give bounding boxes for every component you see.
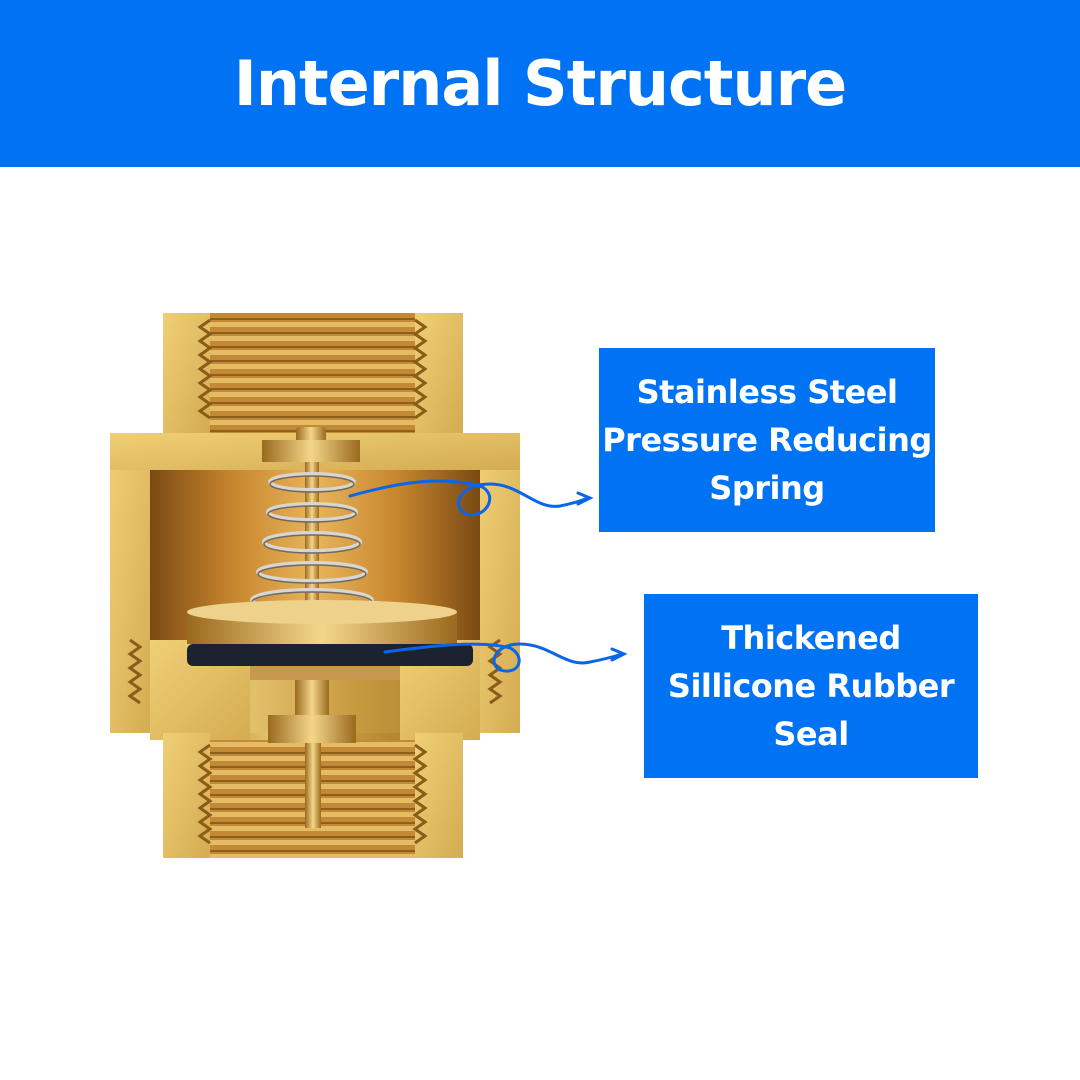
callout-leader-spring bbox=[348, 479, 594, 517]
callout-spring: Stainless Steel Pressure Reducing Spring bbox=[599, 348, 935, 532]
valve-cutaway-illustration bbox=[110, 313, 628, 858]
header-banner: Internal Structure bbox=[0, 0, 1080, 167]
page-title: Internal Structure bbox=[233, 47, 847, 120]
seal-disc bbox=[187, 600, 457, 644]
callout-seal: Thickened Sillicone Rubber Seal bbox=[644, 594, 978, 778]
callout-leader-seal bbox=[383, 642, 628, 673]
